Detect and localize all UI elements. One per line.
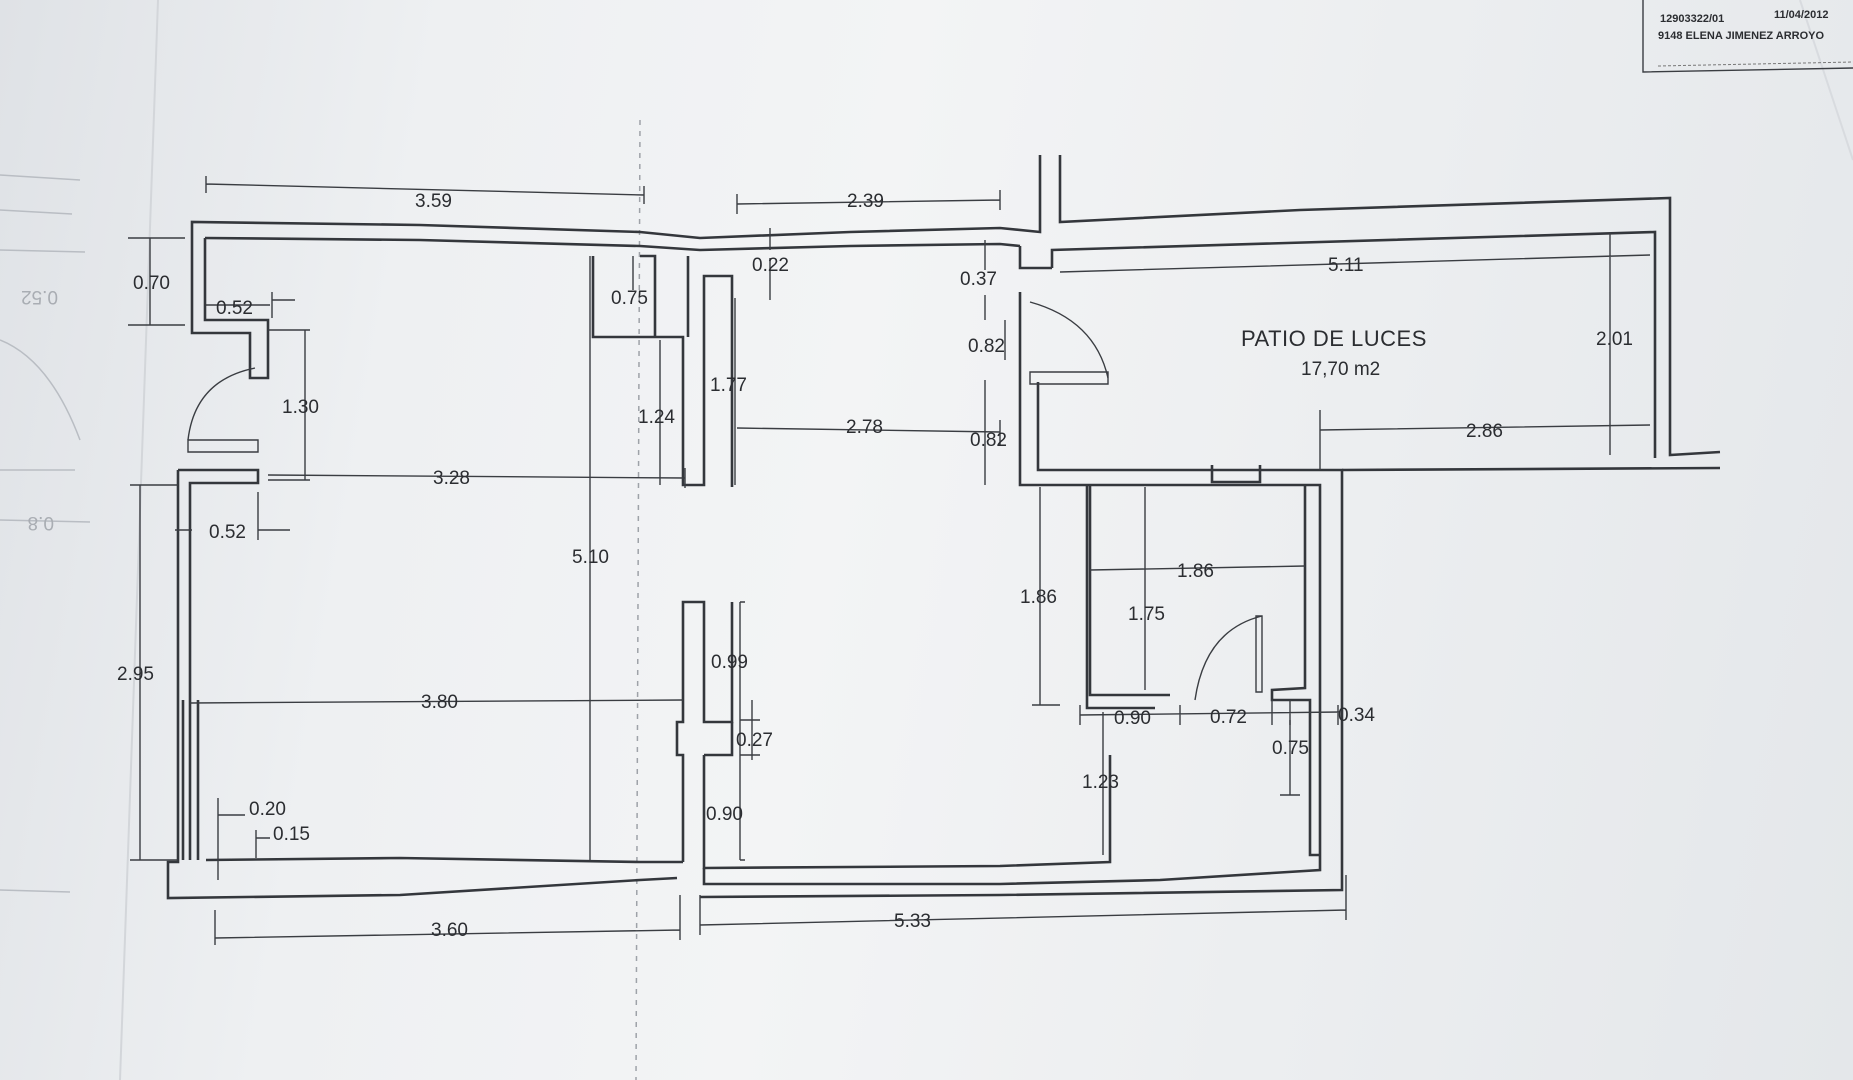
dim-bath-034: 0.34 — [1338, 705, 1375, 726]
dim-bottom-360: 3.60 — [431, 920, 468, 941]
dim-room-295: 2.95 — [117, 664, 154, 685]
door-leaf-bath — [1255, 615, 1263, 693]
dim-top-mid-width: 2.39 — [847, 191, 884, 212]
dim-bottom-533: 5.33 — [894, 911, 931, 932]
dim-door-130: 1.30 — [282, 397, 319, 418]
door-swing-left — [187, 367, 256, 441]
door-swing-patio — [1029, 301, 1109, 379]
dim-sill-020: 0.20 — [249, 799, 286, 820]
dim-bath-186-width: 1.86 — [1177, 561, 1214, 582]
paper-fold-center — [635, 119, 641, 1080]
dim-door-082-bottom: 0.82 — [970, 430, 1007, 451]
stamp-date: 11/04/2012 — [1774, 9, 1828, 21]
dim-wall-124: 1.24 — [638, 407, 675, 428]
doors — [187, 301, 1263, 701]
dim-bath-175: 1.75 — [1128, 604, 1165, 625]
ghost-label-b: 0.8 — [28, 512, 54, 533]
dim-bath-186-height: 1.86 — [1020, 587, 1057, 608]
dim-door-037: 0.37 — [960, 269, 997, 290]
dim-door-082-top: 0.82 — [968, 336, 1005, 357]
dim-room-380: 3.80 — [421, 692, 458, 713]
dim-wall-070: 0.70 — [133, 273, 170, 294]
room-area: 17,70 m2 — [1301, 359, 1380, 380]
ghost-label-a: 0.52 — [21, 286, 58, 307]
dim-patio-lower: 2.86 — [1466, 421, 1503, 442]
dim-wall-075: 0.75 — [611, 288, 648, 309]
patio-room-label: PATIO DE LUCES 17,70 m2 — [1241, 326, 1427, 380]
stamp-name: 9148 ELENA JIMENEZ ARROYO — [1658, 30, 1825, 42]
dim-wall-027: 0.27 — [736, 730, 773, 751]
dim-span-278: 2.78 — [846, 417, 883, 438]
dim-niche-052-top: 0.52 — [216, 298, 253, 319]
door-swing-bath — [1194, 615, 1263, 701]
stamp-reference: 12903322/01 — [1660, 13, 1724, 25]
dimension-labels: 3.59 2.39 5.11 2.01 2.86 0.70 0.52 1.30 … — [117, 191, 1633, 941]
paper-fold-right — [1799, 0, 1853, 161]
dim-height-510: 5.10 — [572, 547, 609, 568]
dim-bath-123: 1.23 — [1082, 772, 1119, 793]
dimension-lines — [128, 176, 1651, 945]
dim-wall-177: 1.77 — [710, 375, 747, 396]
room-name: PATIO DE LUCES — [1241, 326, 1427, 351]
door-leaf-patio — [1029, 371, 1109, 385]
dim-top-left-width: 3.59 — [415, 191, 452, 212]
dim-bath-075: 0.75 — [1272, 738, 1309, 759]
dim-patio-depth: 2.01 — [1596, 329, 1633, 350]
walls — [166, 155, 1721, 900]
dim-sill-015: 0.15 — [273, 824, 310, 845]
dim-wall-099: 0.99 — [711, 652, 748, 673]
door-leaf-left — [187, 439, 259, 453]
dim-bath-072: 0.72 — [1210, 707, 1247, 728]
dim-niche-052-bottom: 0.52 — [209, 522, 246, 543]
document-stamp: 12903322/01 11/04/2012 9148 ELENA JIMENE… — [1642, 0, 1853, 73]
dim-patio-width: 5.11 — [1328, 255, 1364, 276]
margin-ghost-fragments: 0.52 0.8 — [0, 174, 91, 893]
dim-wall-090-left: 0.90 — [706, 804, 743, 825]
dim-wall-022: 0.22 — [752, 255, 789, 276]
dim-bath-090: 0.90 — [1114, 708, 1151, 729]
paper-fold-left — [119, 0, 159, 1080]
dim-corridor-328: 3.28 — [433, 468, 470, 489]
